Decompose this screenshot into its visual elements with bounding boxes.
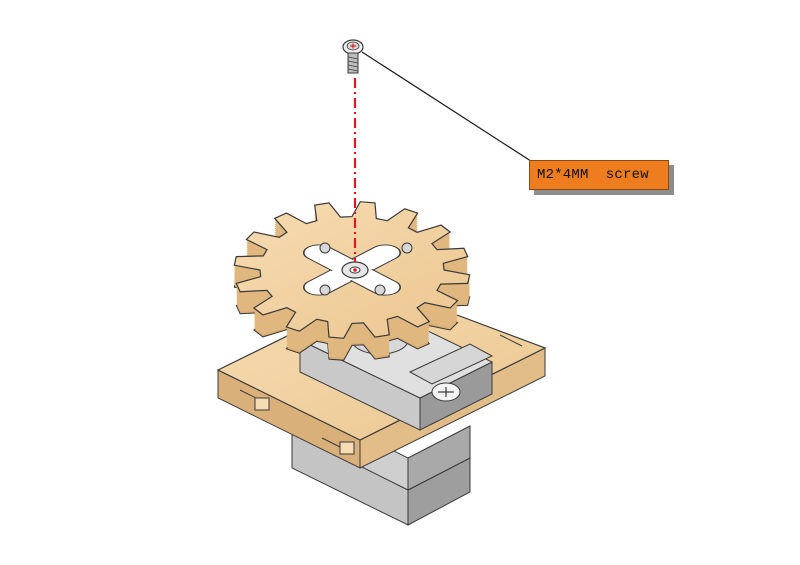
screw-icon xyxy=(342,39,364,74)
callout-leader-line xyxy=(361,51,538,166)
servo-horn-part xyxy=(302,242,413,296)
screw-callout-label-box: M2*4MM screw xyxy=(529,160,669,190)
screw-callout-label: M2*4MM screw xyxy=(537,167,649,183)
horn-screw xyxy=(319,242,413,296)
